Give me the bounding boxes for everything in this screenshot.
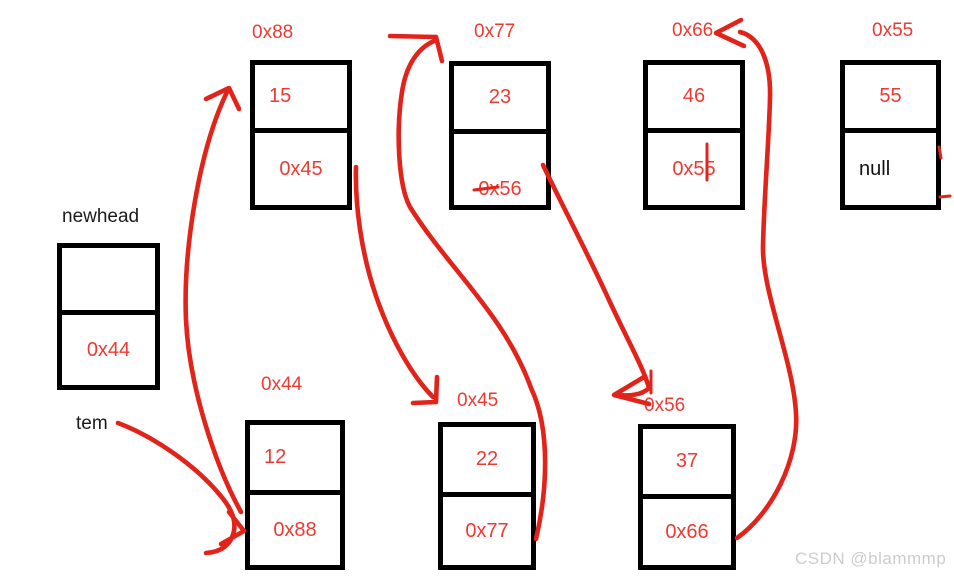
- address-label-0x77: 0x77: [474, 21, 516, 42]
- address-label-0x55: 0x55: [872, 20, 914, 41]
- mark-edge-0x55-node-2: [938, 194, 952, 199]
- node-value: 12: [250, 425, 340, 495]
- newhead-empty-cell: [62, 248, 155, 315]
- arrow-tem-to-node-0x44: [115, 420, 247, 556]
- node-next-pointer-null: null: [859, 157, 891, 180]
- newhead-label: newhead: [62, 206, 140, 227]
- node-value: 46: [648, 65, 740, 133]
- address-label-0x45: 0x45: [457, 390, 499, 411]
- node-value: 37: [643, 429, 731, 499]
- newhead-next-pointer: 0x44: [86, 338, 131, 361]
- address-label-0x44: 0x44: [261, 374, 303, 395]
- address-label-0x88: 0x88: [252, 22, 294, 43]
- arrow-0x88-next-to-node-0x45: [353, 164, 440, 406]
- node-value: 22: [443, 427, 531, 497]
- node-next-pointer: 0x66: [665, 520, 709, 543]
- node-box-0x56: 37 0x66: [638, 424, 736, 570]
- node-value: 23: [454, 66, 546, 134]
- node-box-0x66: 46 0x55: [643, 60, 745, 210]
- node-next-pointer: 0x45: [279, 157, 323, 180]
- arrow-0x44-next-to-node-0x88: [183, 85, 244, 515]
- node-next-pointer: 0x56: [478, 178, 522, 200]
- node-next-pointer: 0x77: [465, 519, 509, 542]
- node-value: 55: [845, 65, 936, 133]
- node-box-0x55: 55 null: [840, 60, 941, 210]
- node-box-0x44: 12 0x88: [245, 420, 345, 570]
- node-next-pointer: 0x88: [273, 518, 317, 541]
- arrow-0x77-next-to-node-0x56: [540, 162, 653, 407]
- node-box-0x77: 23 0x56: [449, 61, 551, 210]
- node-next-pointer: 0x55: [672, 157, 716, 180]
- tem-label: tem: [76, 413, 108, 434]
- node-box-0x88: 15 0x45: [250, 60, 352, 210]
- address-label-0x56: 0x56: [644, 395, 686, 416]
- watermark: CSDN @blammmp: [795, 549, 947, 568]
- node-box-0x45: 22 0x77: [438, 422, 536, 570]
- address-label-0x66: 0x66: [672, 20, 714, 41]
- node-value: 15: [255, 65, 347, 133]
- newhead-box: 0x44: [57, 243, 160, 390]
